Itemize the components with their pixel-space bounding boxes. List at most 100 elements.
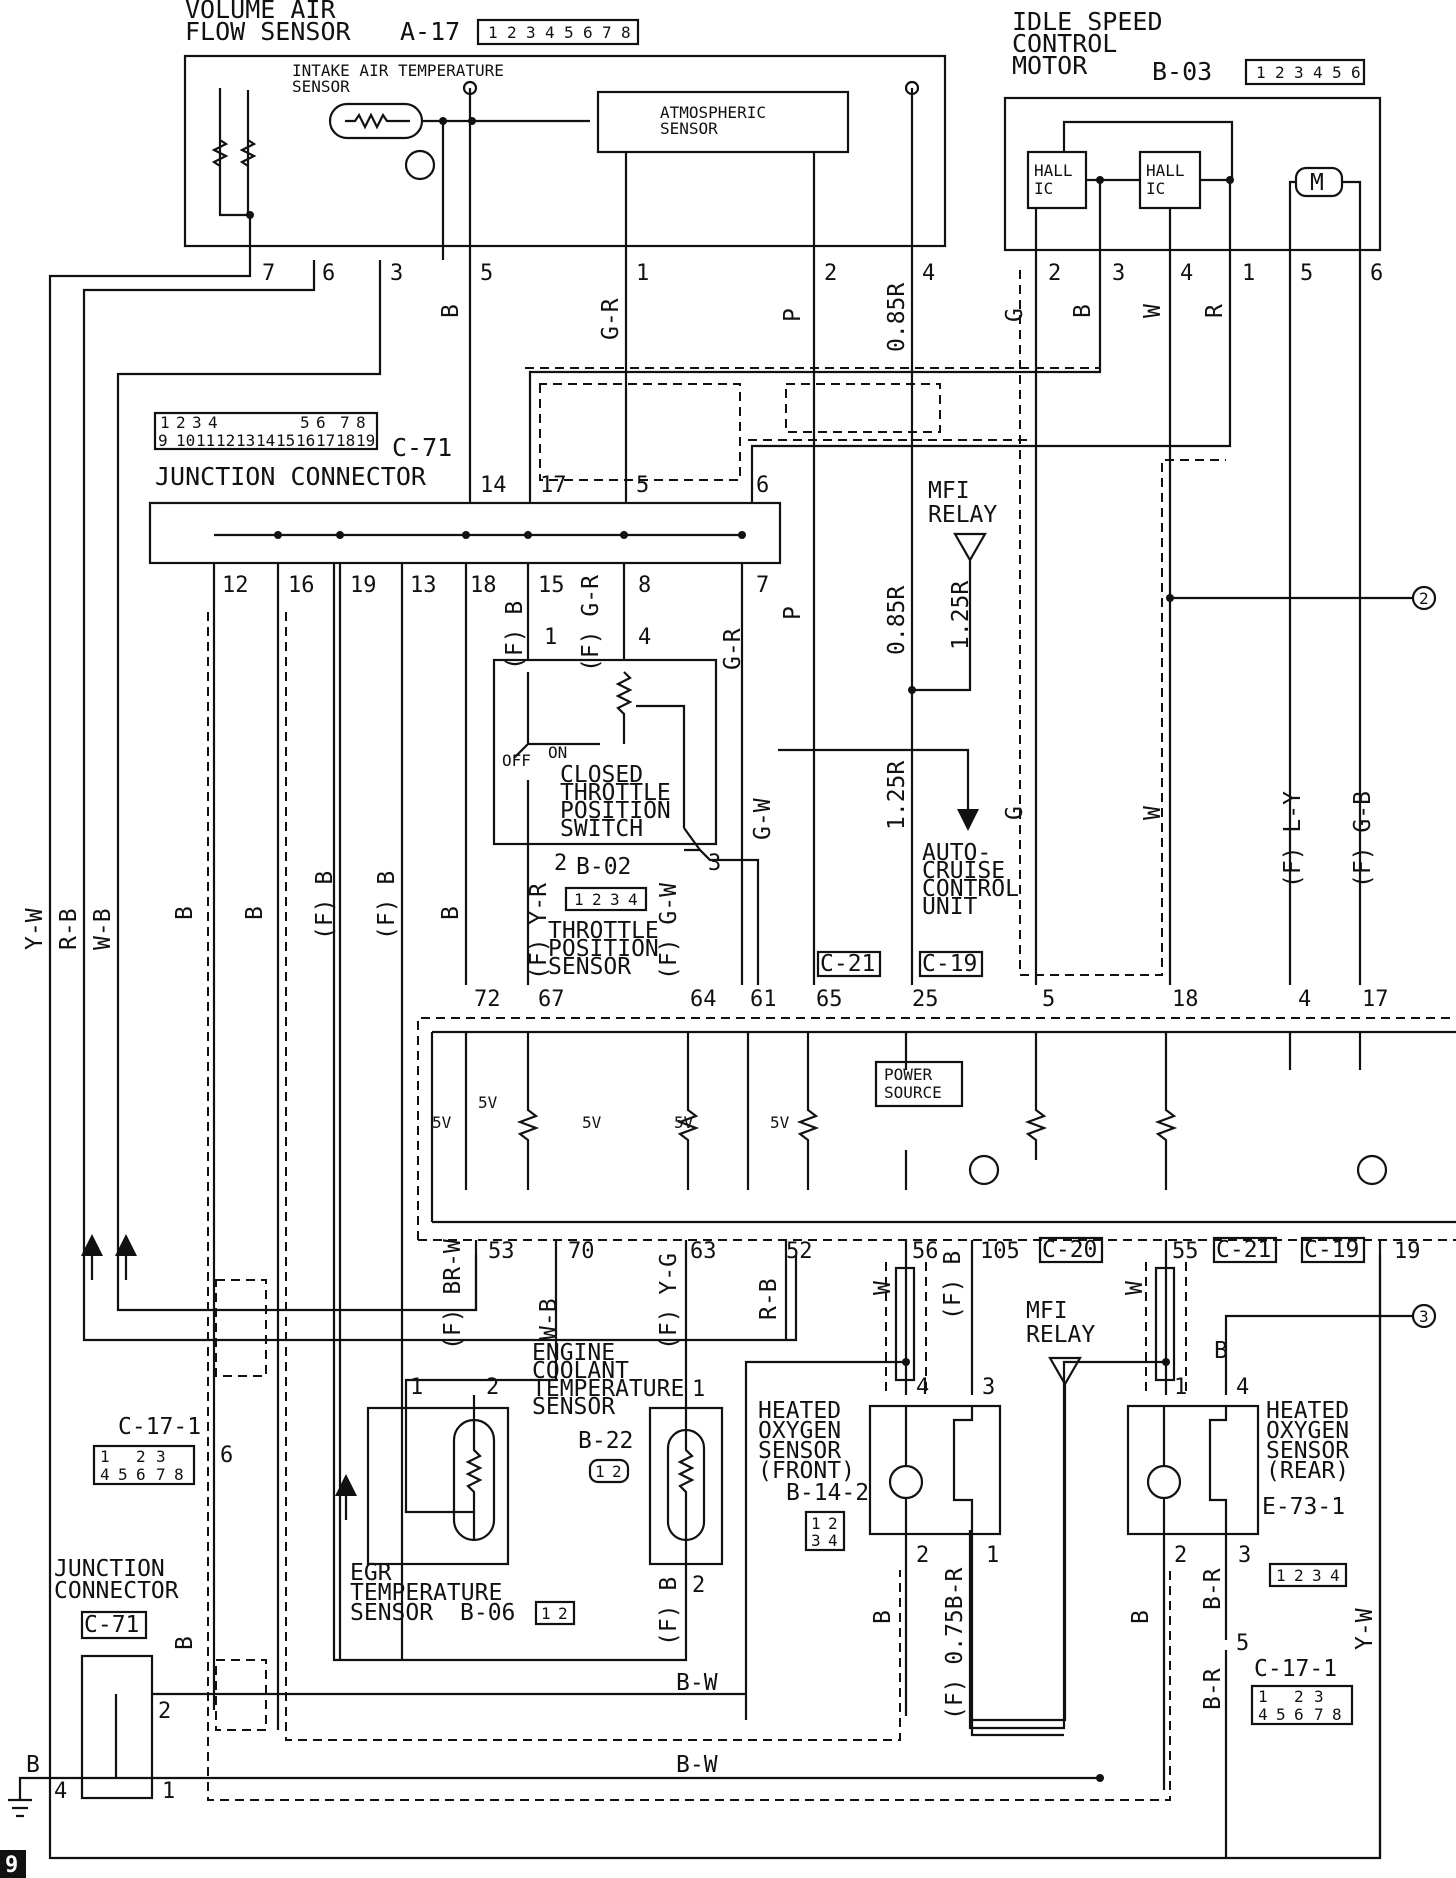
svg-text:OXYGEN: OXYGEN: [1266, 1418, 1349, 1444]
svg-text:1: 1: [1242, 261, 1255, 286]
svg-text:12: 12: [222, 573, 249, 598]
svg-text:15: 15: [538, 573, 565, 598]
svg-text:4: 4: [922, 261, 935, 286]
svg-text:RELAY: RELAY: [928, 502, 997, 528]
svg-text:(F) G-W: (F) G-W: [656, 883, 682, 980]
svg-text:2: 2: [176, 413, 186, 432]
junction-connector-top: 1 2 3 4 5 6 7 8 9 10 11 12 13 14 15 16 1…: [148, 411, 782, 598]
svg-text:1: 1: [410, 1375, 423, 1400]
b22-connector-icon: [588, 1458, 630, 1484]
svg-text:5: 5: [480, 261, 493, 286]
svg-text:MFI: MFI: [928, 478, 970, 504]
b06-connector-icon: [534, 1600, 576, 1626]
svg-text:61: 61: [750, 987, 777, 1012]
switch-on-label: ON: [548, 743, 567, 762]
svg-text:1: 1: [1174, 1375, 1187, 1400]
svg-text:SENSOR: SENSOR: [1266, 1438, 1349, 1464]
svg-text:(F) 0.75B-R: (F) 0.75B-R: [942, 1568, 968, 1720]
idle-speed-control-motor: IDLE SPEED CONTROL MOTOR B-03 1 2 3 4 5 …: [1003, 7, 1382, 260]
svg-text:4: 4: [628, 890, 638, 909]
svg-text:(F) BR-W: (F) BR-W: [440, 1239, 466, 1350]
svg-text:3: 3: [156, 1447, 166, 1466]
c71-ref-bottom: C-71: [84, 1612, 139, 1638]
svg-text:(F) G-B: (F) G-B: [1350, 791, 1376, 888]
svg-text:M: M: [1310, 170, 1324, 196]
svg-text:56: 56: [912, 1239, 939, 1264]
svg-text:67: 67: [538, 987, 565, 1012]
svg-text:6: 6: [1294, 1705, 1304, 1724]
svg-text:B: B: [172, 1636, 198, 1650]
left-lower: C-17-1 1 2 3 4 5 6 7 8 6 JUNCTION CONNEC…: [8, 1279, 1104, 1818]
svg-text:SOURCE: SOURCE: [884, 1083, 942, 1102]
c71-pin-grid: 1 2 3 4 5 6 7 8 9 10 11 12 13 14 15 16 1…: [158, 413, 375, 450]
svg-text:7: 7: [602, 23, 612, 42]
svg-text:19: 19: [1394, 1239, 1421, 1264]
c71-ref-top: C-71: [392, 433, 452, 462]
svg-text:B: B: [1214, 1338, 1228, 1364]
svg-text:SENSOR: SENSOR: [350, 1600, 433, 1626]
svg-text:2: 2: [558, 1604, 568, 1623]
svg-text:1: 1: [811, 1514, 821, 1533]
svg-text:25: 25: [912, 987, 939, 1012]
svg-text:3: 3: [192, 413, 202, 432]
svg-text:TEMPERATURE: TEMPERATURE: [532, 1376, 684, 1402]
mfi-relay-bottom: MFI RELAY: [970, 1298, 1095, 1722]
svg-text:B-W: B-W: [676, 1752, 718, 1778]
svg-text:EGR: EGR: [350, 1560, 392, 1586]
svg-text:IC: IC: [1146, 179, 1165, 198]
a17-connector-icon: [476, 18, 640, 46]
svg-text:3: 3: [610, 890, 620, 909]
svg-text:CLOSED: CLOSED: [560, 762, 643, 788]
svg-text:1: 1: [162, 1779, 175, 1804]
svg-text:5: 5: [564, 23, 574, 42]
svg-text:G-W: G-W: [750, 798, 776, 840]
svg-text:2: 2: [916, 1543, 929, 1568]
lower-wiring: 3: [404, 1240, 1437, 1858]
svg-text:B-R: B-R: [1200, 1568, 1226, 1610]
svg-text:SENSOR: SENSOR: [532, 1394, 615, 1420]
svg-text:2: 2: [1174, 1543, 1187, 1568]
switch-off-label: OFF: [502, 751, 531, 770]
svg-text:3: 3: [526, 23, 536, 42]
svg-text:B-R: B-R: [1200, 1668, 1226, 1710]
top-wire-labels: B G-R P 0.85R G B W R: [438, 283, 1228, 352]
svg-text:W-B: W-B: [536, 1298, 562, 1340]
svg-text:6: 6: [1370, 261, 1383, 286]
svg-text:8: 8: [621, 23, 631, 42]
svg-text:5: 5: [1332, 63, 1342, 82]
svg-text:W: W: [870, 1281, 896, 1295]
svg-text:UNIT: UNIT: [922, 894, 978, 920]
svg-text:4: 4: [54, 1779, 67, 1804]
svg-text:B: B: [870, 1610, 896, 1624]
svg-text:B: B: [172, 906, 198, 920]
svg-text:THROTTLE: THROTTLE: [560, 780, 671, 806]
page-marker: 9: [0, 1850, 26, 1878]
svg-text:SENSOR: SENSOR: [548, 954, 631, 980]
svg-text:THROTTLE: THROTTLE: [548, 918, 659, 944]
svg-text:13: 13: [236, 431, 255, 450]
svg-text:4: 4: [545, 23, 555, 42]
a17-pin-grid: 1 2 3 4 5 6 7 8: [488, 23, 631, 42]
maf-title-1: VOLUME AIR: [185, 0, 336, 24]
svg-text:4: 4: [1258, 1705, 1268, 1724]
svg-text:(F) G-R: (F) G-R: [578, 575, 604, 672]
svg-text:B: B: [438, 304, 464, 318]
transistor-icon: [404, 149, 436, 181]
svg-text:Y-W: Y-W: [1352, 1608, 1378, 1650]
mid-wire-labels: (F) B (F) G-R G-R P 0.85R 1.25R 1.25R G-…: [502, 575, 1376, 888]
svg-text:2: 2: [1275, 63, 1285, 82]
svg-text:3: 3: [390, 261, 403, 286]
svg-text:5: 5: [300, 413, 310, 432]
svg-text:6: 6: [136, 1465, 146, 1484]
svg-text:6: 6: [1351, 63, 1361, 82]
svg-text:B-06: B-06: [460, 1600, 515, 1626]
svg-text:2: 2: [824, 261, 837, 286]
svg-text:JUNCTION: JUNCTION: [54, 1556, 165, 1582]
svg-text:8: 8: [356, 413, 366, 432]
svg-text:52: 52: [786, 1239, 813, 1264]
ecu-block: 72 67 64 61 65 25 5 18 4 17 POWER SOURCE…: [417, 987, 1456, 1264]
svg-text:3: 3: [1314, 1687, 1324, 1706]
svg-text:1: 1: [100, 1447, 110, 1466]
svg-text:7: 7: [262, 261, 275, 286]
